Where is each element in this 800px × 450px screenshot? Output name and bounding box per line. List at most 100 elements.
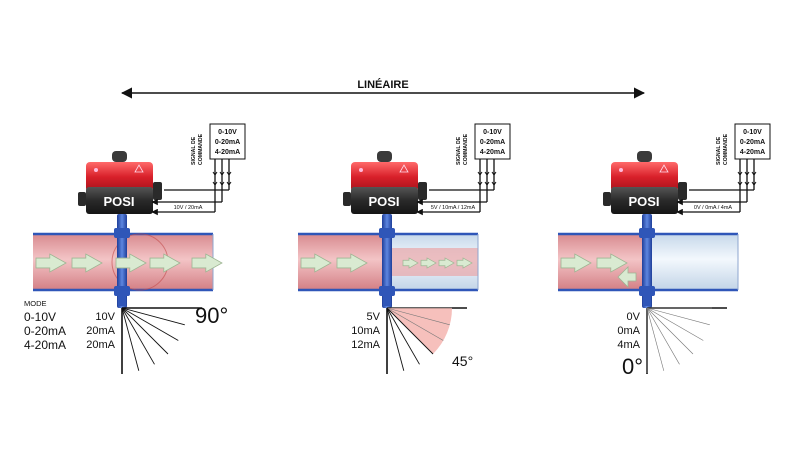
signal-wire-tick-b-1 [484, 181, 490, 186]
gauge-ray-3 [121, 307, 169, 355]
gauge-open-sector [387, 308, 453, 354]
actuator-warning-icon [134, 164, 144, 173]
signal-option-1: 0-20mA [215, 139, 240, 146]
signal-option-2: 4-20mA [215, 149, 240, 156]
actuator-brand-label: POSI [103, 194, 134, 209]
valve-flange-top [379, 228, 395, 238]
flow-arrow-4 [191, 253, 223, 273]
actuator-indicator-knob [377, 151, 392, 162]
signal-wire-tick-2 [491, 171, 497, 176]
signal-wire-tick-b-2 [226, 181, 232, 186]
panel-value-2: 20mA [86, 339, 115, 351]
valve-flange-top [639, 228, 655, 238]
signal-label-2: COMMANDE [723, 133, 729, 165]
actuator-body [86, 187, 153, 214]
gauge-ray-4 [386, 307, 420, 365]
flow-arrow-1 [596, 253, 628, 273]
flow-arrow-0 [560, 253, 592, 273]
panel-value-0: 5V [367, 311, 381, 323]
angle-label: 45° [452, 353, 473, 369]
actuator-indicator-knob [637, 151, 652, 162]
actuator-side-gland-right [153, 182, 162, 200]
flow-arrow-small-2 [438, 257, 455, 269]
flow-arrow-1 [71, 253, 103, 273]
actuator-side-gland-right [678, 182, 687, 200]
gauge-ray-2 [121, 307, 179, 341]
actuator-side-gland-left [78, 192, 86, 206]
signal-wire-tick-0 [737, 171, 743, 176]
signal-label: SIGNAL DE [716, 136, 722, 165]
signal-option-2: 4-20mA [740, 149, 765, 156]
gauge-ray-2 [386, 307, 444, 341]
flow-arrow-0 [35, 253, 67, 273]
signal-wire-tick-0 [212, 171, 218, 176]
actuator-indicator-knob [112, 151, 127, 162]
flow-arrow-small-1 [420, 257, 437, 269]
gauge-ray-3 [646, 307, 694, 355]
flow-arrow-0 [300, 253, 332, 273]
gauge-ray-5 [646, 307, 665, 371]
signal-wire-tick-b-0 [477, 181, 483, 186]
actuator-side-gland-right [418, 182, 427, 200]
gauge-ray-1 [386, 307, 450, 326]
signal-wire-tick-b-1 [744, 181, 750, 186]
valve-flange-bottom [379, 286, 395, 296]
panel-value-2: 4mA [617, 339, 640, 351]
actuator-body [611, 187, 678, 214]
mode-row-2: 4-20mA [24, 338, 66, 352]
actuator-brand-label: POSI [368, 194, 399, 209]
wire-label: 10V / 20mA [174, 205, 203, 211]
signal-wire-tick-1 [219, 171, 225, 176]
signal-label: SIGNAL DE [456, 136, 462, 165]
actuator-brand-label: POSI [628, 194, 659, 209]
signal-label-2: COMMANDE [463, 133, 469, 165]
signal-wire-tick-b-2 [491, 181, 497, 186]
wire-label: 0V / 0mA / 4mA [694, 205, 733, 211]
signal-option-0: 0-10V [218, 129, 237, 136]
signal-option-1: 0-20mA [480, 139, 505, 146]
signal-wire-tick-b-0 [737, 181, 743, 186]
flow-arrow-small-0 [402, 257, 419, 269]
actuator-warning-icon [659, 164, 669, 173]
pipe-downstream [647, 234, 738, 290]
signal-wire-tick-1 [744, 171, 750, 176]
panel-value-2: 12mA [351, 339, 380, 351]
gauge-ray-1 [121, 307, 185, 326]
mode-row-0: 0-10V [24, 310, 56, 324]
signal-label-2: COMMANDE [198, 133, 204, 165]
valve-foot [643, 296, 651, 306]
angle-label: 90° [195, 303, 228, 328]
signal-box [474, 123, 511, 160]
valve-flange-top [114, 228, 130, 238]
flow-arrow-3 [149, 253, 181, 273]
signal-wire-tick-2 [226, 171, 232, 176]
linear-title: LINÉAIRE [357, 78, 408, 91]
signal-box [209, 123, 246, 160]
panel-value-1: 20mA [86, 325, 115, 337]
signal-wire-tick-2 [751, 171, 757, 176]
signal-option-0: 0-10V [483, 129, 502, 136]
flow-blocked-arrow [617, 266, 637, 288]
actuator-ce-mark [359, 168, 363, 172]
valve-flange-bottom [114, 286, 130, 296]
valve-foot [118, 296, 126, 306]
signal-wire-tick-0 [477, 171, 483, 176]
signal-option-1: 0-20mA [740, 139, 765, 146]
gauge-ray-5 [121, 307, 140, 371]
signal-label: SIGNAL DE [191, 136, 197, 165]
signal-option-0: 0-10V [743, 129, 762, 136]
mode-title: MODE [24, 299, 47, 308]
valve-foot [383, 296, 391, 306]
signal-wire-tick-b-2 [751, 181, 757, 186]
gauge-ray-3 [386, 307, 434, 355]
actuator-ce-mark [94, 168, 98, 172]
gauge-ray-2 [646, 307, 704, 341]
actuator-side-gland-left [603, 192, 611, 206]
flow-arrow-1 [336, 253, 368, 273]
